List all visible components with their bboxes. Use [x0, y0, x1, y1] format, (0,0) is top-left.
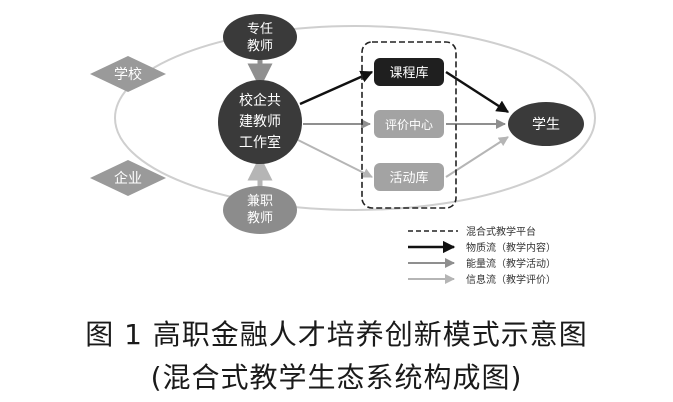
arrow-studio-to-course — [299, 70, 374, 106]
part-time-teacher-label-2: 教师 — [247, 210, 273, 226]
part-time-teacher-label-1: 兼职 — [247, 194, 273, 209]
figure-caption-subtitle: (混合式教学生态系统构成图) — [150, 361, 523, 394]
full-time-teacher-label-2: 教师 — [247, 38, 273, 54]
joint-studio-label-2: 建教师 — [239, 114, 281, 130]
legend: 混合式教学平台 物质流（教学内容） 能量流（教学活动） 信息流（教学评价） — [408, 225, 556, 286]
evaluation-center-node: 评价中心 — [374, 110, 444, 138]
student-label: 学生 — [532, 117, 560, 133]
full-time-teacher-label-1: 专任 — [247, 22, 273, 37]
joint-studio-label-1: 校企共 — [239, 92, 281, 109]
joint-studio-node: 校企共 建教师 工作室 — [218, 80, 302, 164]
enterprise-label: 企业 — [114, 170, 142, 187]
legend-label-energy-flow: 能量流（教学活动） — [466, 257, 556, 270]
arrow-course-to-student — [445, 70, 510, 114]
arrow-studio-to-activity — [297, 139, 373, 178]
full-time-teacher-node: 专任 教师 — [223, 14, 297, 60]
ecosystem-diagram: 专任 教师 学校 企业 校企共 建教师 工作室 兼职 教师 课程库 评价中心 活… — [90, 14, 596, 286]
legend-label-material-flow: 物质流（教学内容） — [466, 241, 556, 254]
joint-studio-label-3: 工作室 — [239, 134, 281, 151]
course-library-node: 课程库 — [374, 58, 444, 86]
course-library-label: 课程库 — [389, 65, 428, 81]
activity-library-label: 活动库 — [389, 170, 428, 186]
legend-label-platform: 混合式教学平台 — [466, 225, 536, 238]
evaluation-center-label: 评价中心 — [385, 117, 433, 132]
legend-label-information-flow: 信息流（教学评价） — [466, 273, 556, 286]
student-node: 学生 — [508, 102, 584, 146]
enterprise-node: 企业 — [90, 160, 166, 196]
school-label: 学校 — [114, 66, 142, 83]
figure-caption-title: 图 1 高职金融人才培养创新模式示意图 — [85, 318, 588, 351]
ecosystem-ellipse — [114, 25, 596, 211]
part-time-teacher-node: 兼职 教师 — [223, 186, 297, 234]
school-node: 学校 — [90, 56, 166, 92]
blended-platform-box — [361, 41, 457, 209]
activity-library-node: 活动库 — [374, 163, 444, 191]
